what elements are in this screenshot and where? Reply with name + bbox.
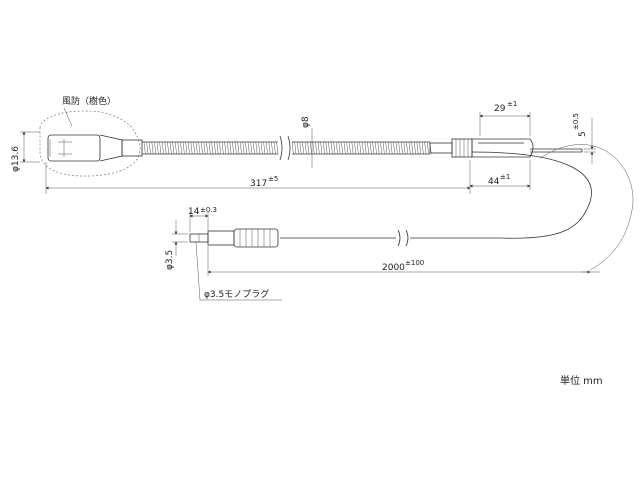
mic-collar (121, 139, 143, 157)
mono-plug (189, 228, 279, 248)
neck-base (429, 138, 583, 158)
label-neck-length-tolerance: ±5 (268, 175, 278, 183)
dim-clip-length: 44 ±1 (469, 160, 531, 190)
label-plug-diameter: φ3.5 (165, 250, 175, 270)
dim-clip-thickness: 5 ±0.5 (572, 113, 596, 164)
label-unit: 単位 mm (560, 374, 603, 387)
label-clip-thickness-tolerance: ±0.5 (572, 113, 580, 130)
cable (280, 144, 634, 271)
leader-plug-name: φ3.5モノプラグ (195, 241, 282, 301)
break-mark-cable-right (405, 229, 409, 247)
label-plug-tip: 14 (188, 207, 200, 217)
dim-plug-tip: 14 ±0.3 (188, 206, 217, 232)
dim-plug-diameter: φ3.5 (165, 220, 188, 270)
break-mark-cable-left (397, 229, 401, 247)
dim-holder-length: 29 ±1 (479, 100, 531, 136)
label-cable-length: 2000 (382, 263, 405, 273)
label-windscreen: 風防（樹色） (62, 95, 116, 107)
label-mic-diameter: φ13.6 (11, 146, 21, 172)
mic-capsule (47, 134, 101, 162)
label-clip-thickness: 5 (578, 131, 588, 137)
label-neck-diameter: φ8 (301, 116, 311, 128)
cable-loop (539, 144, 634, 271)
windscreen-outline (39, 110, 141, 177)
break-mark-neck-right (287, 135, 291, 161)
label-cable-length-tolerance: ±100 (405, 259, 424, 267)
mic-taper (99, 134, 123, 162)
plug-body (207, 230, 235, 246)
label-clip-length: 44 (488, 177, 500, 187)
gooseneck (142, 135, 432, 161)
neck-coupler (429, 142, 453, 154)
label-neck-length: 317 (250, 179, 267, 189)
label-clip-length-tolerance: ±1 (500, 173, 510, 181)
clip-holder (471, 138, 534, 158)
dim-cable-length: 2000 ±100 (207, 246, 600, 276)
dim-mic-diameter: φ13.6 (11, 131, 40, 172)
label-plug-name: φ3.5モノプラグ (204, 288, 269, 300)
label-holder-length: 29 (494, 104, 506, 114)
microphone-head (39, 110, 143, 177)
knurled-nut (451, 138, 473, 158)
label-plug-tip-tolerance: ±0.3 (200, 206, 217, 214)
dim-neck-length: 317 ±5 (45, 160, 471, 194)
plug-boot (233, 228, 279, 248)
break-mark-neck-left (279, 135, 283, 161)
dim-neck-diameter: φ8 (301, 116, 313, 168)
label-holder-length-tolerance: ±1 (507, 100, 517, 108)
